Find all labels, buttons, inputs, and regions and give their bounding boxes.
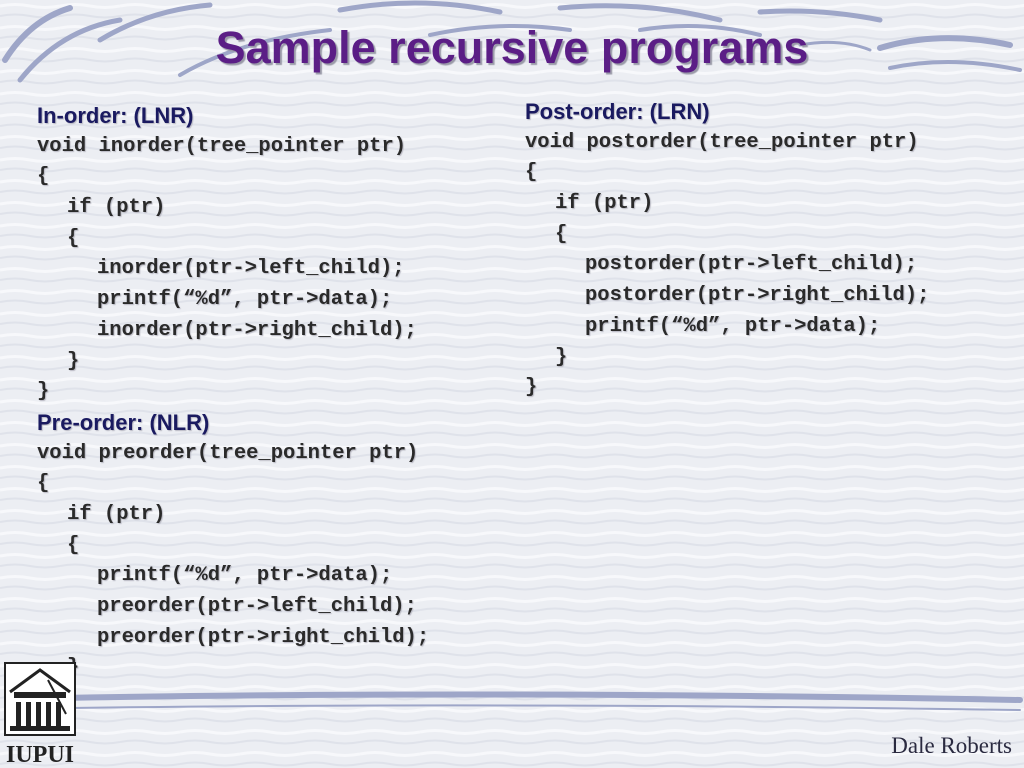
svg-text:IUPUI: IUPUI [6,742,74,766]
code-line: { [525,161,538,185]
code-line: inorder(ptr->left_child); [97,257,405,281]
code-line: { [37,165,50,189]
code-line: void preorder(tree_pointer ptr) [37,441,419,465]
right-code-column: Post-order: (LRN) void postorder(tree_po… [525,97,929,404]
code-line: void inorder(tree_pointer ptr) [37,134,407,158]
code-line: { [67,226,80,250]
code-line: void postorder(tree_pointer ptr) [525,130,919,154]
code-line: } [525,376,538,400]
code-line: inorder(ptr->right_child); [97,318,417,342]
code-line: if (ptr) [555,192,654,216]
code-line: { [555,222,568,246]
code-line: } [37,653,429,684]
author-name: Dale Roberts [891,733,1012,758]
slide-title: Sample recursive programs [215,22,809,73]
code-line: } [67,349,80,373]
code-line: printf(“%d”, ptr->data); [97,564,393,588]
code-line: preorder(ptr->left_child); [97,595,417,618]
code-line: postorder(ptr->right_child); [585,284,930,308]
code-line: printf(“%d”, ptr->data); [97,288,393,312]
postorder-heading: Post-order: (LRN) [525,99,710,124]
preorder-heading: Pre-order: (NLR) [37,409,210,435]
code-line: printf(“%d”, ptr->data); [585,314,881,338]
iupui-logo-icon: IUPUI [4,662,76,766]
code-line: } [37,380,50,404]
code-line: preorder(ptr->right_child); [97,625,430,649]
code-line: postorder(ptr->left_child); [585,253,918,277]
left-code-column: In-order: (LNR) void inorder(tree_pointe… [37,101,429,684]
inorder-heading: In-order: (LNR) [37,103,194,128]
code-line: { [37,472,50,496]
code-line: if (ptr) [67,502,166,526]
code-line: if (ptr) [67,196,166,220]
code-line: { [67,533,80,557]
code-line: } [555,345,568,369]
